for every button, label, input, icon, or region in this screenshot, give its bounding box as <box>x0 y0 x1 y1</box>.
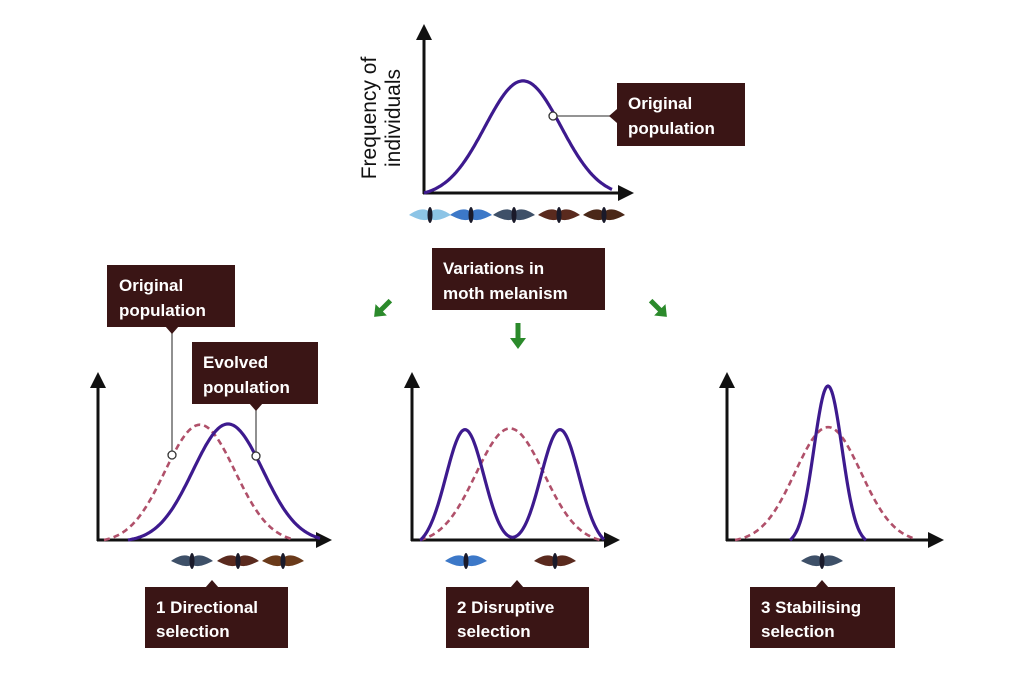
svg-text:moth melanism: moth melanism <box>443 284 568 303</box>
moth-variants <box>171 553 304 569</box>
original-population-curve <box>103 423 293 542</box>
x-axis-arrow <box>618 185 634 201</box>
svg-text:Variations in: Variations in <box>443 259 544 278</box>
original-distribution-chart: Frequency of individuals Original popula… <box>358 24 745 223</box>
original-population-curve <box>734 425 916 542</box>
directional-selection-panel: Original population Evolved population 1… <box>90 265 332 648</box>
curve-marker <box>251 451 261 461</box>
moth-icon <box>493 207 535 223</box>
svg-text:population: population <box>203 378 290 397</box>
svg-text:Evolved: Evolved <box>203 353 268 372</box>
stabilising-selection-panel: 3 Stabilising selection <box>719 372 944 648</box>
original-population-label: Original population <box>107 265 235 334</box>
arrow-to-directional <box>374 298 393 317</box>
moth-icon <box>262 553 304 569</box>
variations-label: Variations in moth melanism <box>432 248 605 310</box>
arrow-to-stabilising <box>648 298 667 317</box>
svg-text:selection: selection <box>457 622 531 641</box>
x-axis-arrow <box>928 532 944 548</box>
svg-text:Original: Original <box>119 276 183 295</box>
evolved-population-curve <box>419 427 606 542</box>
y-axis-arrow <box>90 372 106 388</box>
svg-text:selection: selection <box>761 622 835 641</box>
disruptive-selection-panel: 2 Disruptive selection <box>404 372 620 648</box>
svg-text:population: population <box>628 119 715 138</box>
disruptive-selection-title: 2 Disruptive selection <box>446 580 589 648</box>
y-axis-arrow <box>719 372 735 388</box>
moth-icon <box>801 553 843 569</box>
moth-icon <box>171 553 213 569</box>
original-population-curve <box>419 427 602 542</box>
evolved-population-curve <box>789 384 867 542</box>
moth-icon <box>534 553 576 569</box>
svg-text:1 Directional: 1 Directional <box>156 598 258 617</box>
arrow-to-disruptive <box>510 323 526 349</box>
moth-variants <box>409 207 625 223</box>
evolved-population-curve <box>127 422 321 542</box>
y-axis-label-line1: Frequency of <box>358 57 381 180</box>
svg-text:3 Stabilising: 3 Stabilising <box>761 598 861 617</box>
svg-text:Original: Original <box>628 94 692 113</box>
moth-icon <box>538 207 580 223</box>
x-axis-arrow <box>604 532 620 548</box>
y-axis-arrow <box>404 372 420 388</box>
stabilising-selection-title: 3 Stabilising selection <box>750 580 895 648</box>
moth-icon <box>217 553 259 569</box>
svg-text:2 Disruptive: 2 Disruptive <box>457 598 554 617</box>
curve-marker <box>548 111 558 121</box>
moth-variants <box>801 553 843 569</box>
moth-icon <box>409 207 451 223</box>
svg-text:selection: selection <box>156 622 230 641</box>
moth-icon <box>445 553 487 569</box>
curve-marker <box>167 450 177 460</box>
original-population-label: Original population <box>609 83 745 146</box>
y-axis-arrow <box>416 24 432 40</box>
y-axis-label-line2: individuals <box>382 69 405 167</box>
directional-selection-title: 1 Directional selection <box>145 580 288 648</box>
evolved-population-label: Evolved population <box>192 342 318 411</box>
moth-variants <box>445 553 576 569</box>
svg-text:population: population <box>119 301 206 320</box>
x-axis-arrow <box>316 532 332 548</box>
moth-icon <box>450 207 492 223</box>
original-population-curve <box>423 79 613 195</box>
moth-icon <box>583 207 625 223</box>
